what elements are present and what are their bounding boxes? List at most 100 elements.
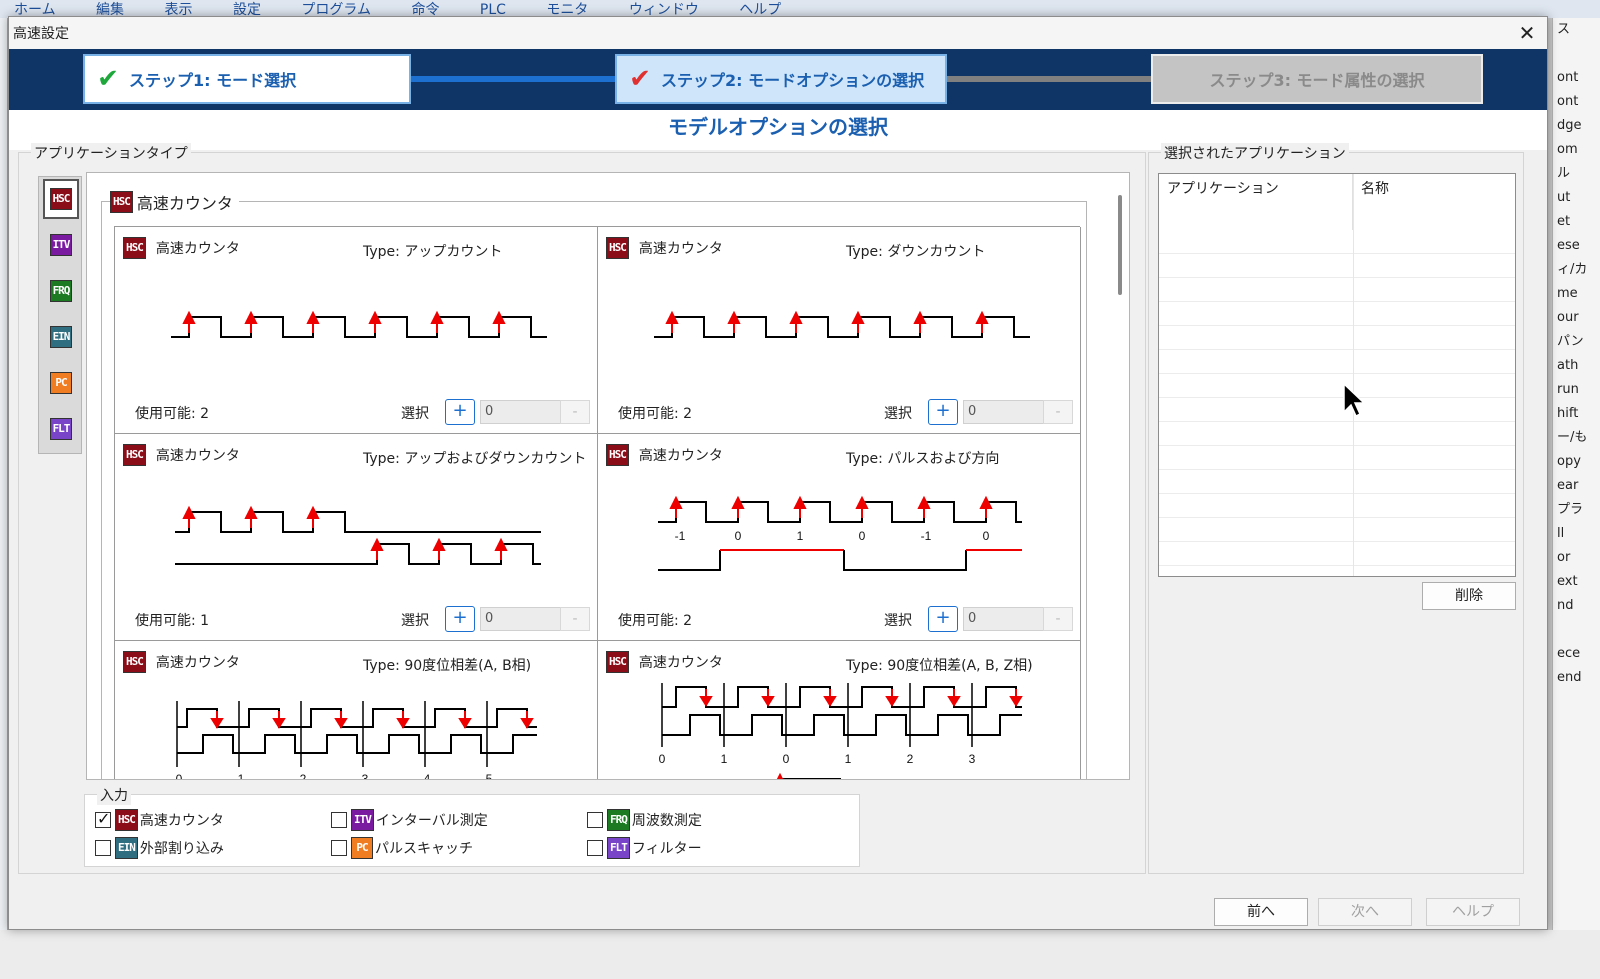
filter-ein[interactable]: EIN 外部割り込み: [95, 837, 224, 859]
hsc-icon: HSC: [115, 809, 138, 831]
quantity-field[interactable]: 0: [480, 400, 574, 424]
step-3-label: ステップ3: モード属性の選択: [1209, 71, 1425, 90]
step-1-label: ステップ1: モード選択: [129, 71, 297, 90]
tab-frq[interactable]: FRQ: [43, 271, 79, 311]
step-2-mode-options[interactable]: ✔ ステップ2: モードオプションの選択: [615, 54, 947, 104]
bg-menu-item[interactable]: 設定: [232, 2, 261, 18]
select-label: 選択: [884, 613, 912, 629]
filter-itv-checkbox[interactable]: [331, 812, 347, 828]
flt-icon: FLT: [607, 837, 630, 859]
input-filter-label: 入力: [97, 785, 131, 805]
step-2-label: ステップ2: モードオプションの選択: [661, 71, 925, 90]
filter-hsc-checkbox[interactable]: [95, 809, 111, 828]
remove-button[interactable]: -: [1043, 400, 1073, 424]
background-right-panel: ス ont ont dge om ル ut et ese ィ/カ me our …: [1552, 18, 1600, 979]
tab-ein[interactable]: EIN: [43, 317, 79, 357]
bg-right-item: パン: [1557, 334, 1584, 349]
filter-pc[interactable]: PC パルスキャッチ: [331, 837, 473, 859]
filter-flt-checkbox[interactable]: [587, 840, 603, 856]
filter-itv[interactable]: ITV インターバル測定: [331, 809, 488, 831]
quantity-field[interactable]: 0: [963, 400, 1057, 424]
bg-right-item: opy: [1557, 454, 1581, 469]
tab-hsc[interactable]: HSC: [43, 179, 79, 219]
bg-right-item: om: [1557, 142, 1578, 157]
column-divider: [1353, 174, 1354, 576]
prev-button[interactable]: 前へ: [1214, 898, 1308, 926]
table-rows: [1159, 230, 1515, 576]
direction-value-label: 0: [983, 529, 990, 543]
quantity-field[interactable]: 0: [480, 607, 574, 631]
add-button[interactable]: +: [445, 399, 475, 425]
bg-right-item: run: [1557, 382, 1579, 397]
card-footer: 使用可能: 2 選択 + 0 -: [618, 606, 1073, 632]
hsc-icon: HSC: [123, 651, 146, 673]
hsc-icon: HSC: [606, 444, 629, 466]
step-connector-inactive: [947, 76, 1151, 82]
card-type: Type: 90度位相差(A, B, Z相): [846, 658, 1033, 674]
help-button[interactable]: ヘルプ: [1426, 898, 1520, 926]
filter-hsc[interactable]: HSC 高速カウンタ: [95, 809, 224, 831]
add-button[interactable]: +: [928, 399, 958, 425]
add-button[interactable]: +: [928, 606, 958, 632]
close-button[interactable]: ✕: [1518, 21, 1536, 45]
bg-menu-item[interactable]: 表示: [164, 2, 193, 18]
filter-frq[interactable]: FRQ 周波数測定: [587, 809, 702, 831]
background-bottom-area: [0, 930, 1600, 979]
vertical-scrollbar[interactable]: [1111, 173, 1129, 779]
direction-value-label: 0: [735, 529, 742, 543]
direction-value-label: -1: [675, 529, 686, 543]
card-name: 高速カウンタ: [638, 448, 723, 464]
bg-menu-item[interactable]: ウィンドウ: [628, 2, 699, 18]
count-value-label: 1: [238, 772, 245, 780]
bg-menu-item[interactable]: ヘルプ: [739, 2, 782, 18]
bg-right-item: ont: [1557, 94, 1579, 109]
tab-flt[interactable]: FLT: [43, 409, 79, 449]
bg-menu-item[interactable]: モニタ: [546, 2, 589, 18]
bg-menu-item[interactable]: ホーム: [14, 2, 56, 18]
scrollbar-thumb[interactable]: [1118, 195, 1122, 295]
tab-itv[interactable]: ITV: [43, 225, 79, 265]
filter-ein-checkbox[interactable]: [95, 840, 111, 856]
bg-right-item: or: [1557, 550, 1571, 565]
bg-right-item: me: [1557, 286, 1578, 301]
card-footer: 使用可能: 2 選択 + 0 -: [135, 399, 590, 425]
bg-menu-item[interactable]: 命令: [411, 2, 440, 18]
tab-pc[interactable]: PC: [43, 363, 79, 403]
bg-menu-item[interactable]: PLC: [479, 2, 506, 18]
remove-button[interactable]: -: [1043, 607, 1073, 631]
bg-right-item: dge: [1557, 118, 1582, 133]
count-value-label: 0: [783, 752, 790, 766]
selected-applications-table[interactable]: アプリケーション 名称: [1158, 173, 1516, 577]
hsc-icon: HSC: [606, 237, 629, 259]
add-button[interactable]: +: [445, 606, 475, 632]
dialog-titlebar[interactable]: 高速設定 ✕: [9, 17, 1547, 49]
filter-itv-label: インターバル測定: [375, 813, 488, 829]
selected-applications-label: 選択されたアプリケーション: [1161, 143, 1349, 163]
remove-button[interactable]: -: [560, 400, 590, 424]
column-header-name[interactable]: 名称: [1361, 181, 1389, 197]
application-type-group: アプリケーションタイプ: [18, 143, 1146, 874]
next-button[interactable]: 次へ: [1318, 898, 1412, 926]
filter-frq-checkbox[interactable]: [587, 812, 603, 828]
delete-button[interactable]: 削除: [1422, 582, 1516, 610]
step-1-mode-select[interactable]: ✔ ステップ1: モード選択: [83, 54, 411, 104]
select-label: 選択: [401, 406, 429, 422]
frq-icon: FRQ: [607, 809, 630, 831]
hsc-icon: HSC: [110, 191, 133, 213]
filter-flt[interactable]: FLT フィルター: [587, 837, 702, 859]
quantity-field[interactable]: 0: [963, 607, 1057, 631]
bg-menu-item[interactable]: プログラム: [301, 2, 371, 18]
column-header-application[interactable]: アプリケーション: [1159, 174, 1353, 230]
filter-pc-checkbox[interactable]: [331, 840, 347, 856]
application-type-label: アプリケーションタイプ: [31, 143, 191, 163]
background-left-panel: [0, 18, 8, 979]
hsc-icon: HSC: [123, 444, 146, 466]
bg-menu-item[interactable]: 編集: [96, 2, 125, 18]
remove-button[interactable]: -: [560, 607, 590, 631]
available-count: 使用可能: 2: [618, 613, 693, 629]
